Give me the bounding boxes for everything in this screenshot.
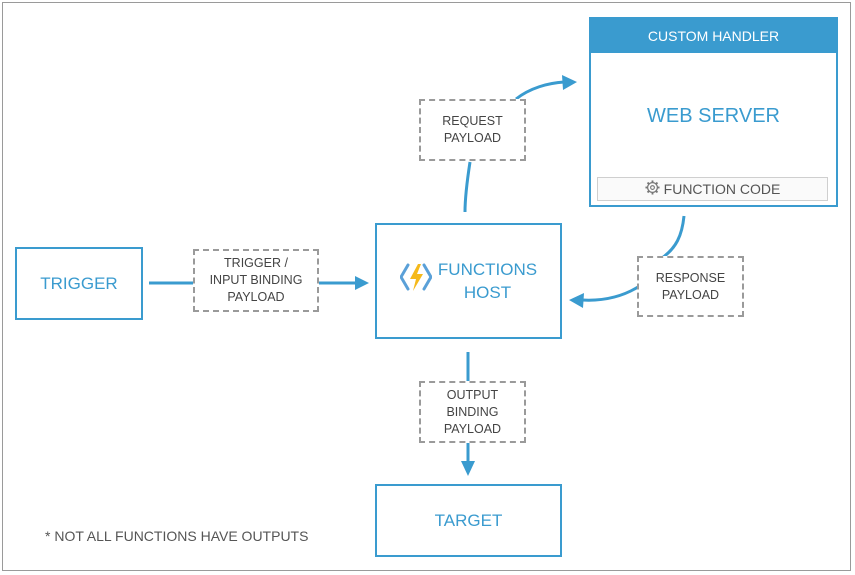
target-box: TARGET: [375, 484, 562, 557]
custom-handler-box: CUSTOM HANDLER WEB SERVER FUNCTION CODE: [589, 17, 838, 207]
trigger-label: TRIGGER: [40, 273, 118, 293]
response-payload-box: RESPONSE PAYLOAD: [637, 256, 744, 317]
response-to-host-arrow: [581, 285, 639, 302]
functions-host-line1: FUNCTIONS: [437, 260, 538, 279]
output-payload-box: OUTPUT BINDING PAYLOAD: [419, 381, 526, 443]
request-payload-box: REQUEST PAYLOAD: [419, 99, 526, 161]
arrowhead-host: [355, 276, 369, 290]
arrowhead-host-response: [569, 293, 584, 308]
web-server-label: WEB SERVER: [647, 105, 780, 127]
custom-handler-header: CUSTOM HANDLER: [591, 19, 836, 53]
arrowhead-target: [461, 461, 475, 476]
trigger-payload-label: TRIGGER / INPUT BINDING PAYLOAD: [209, 256, 303, 304]
request-payload-label: REQUEST PAYLOAD: [442, 114, 503, 145]
arrowhead-handler: [562, 75, 577, 90]
request-to-handler-arrow: [515, 80, 565, 101]
trigger-payload-box: TRIGGER / INPUT BINDING PAYLOAD: [193, 249, 319, 312]
functions-host-line2: HOST: [463, 283, 512, 302]
azure-functions-lightning-icon: [399, 262, 433, 298]
host-to-request-connector: [463, 161, 472, 213]
function-code-bar: FUNCTION CODE: [597, 177, 828, 201]
output-payload-label: OUTPUT BINDING PAYLOAD: [443, 387, 502, 436]
target-label: TARGET: [434, 510, 503, 530]
trigger-box: TRIGGER: [15, 247, 143, 320]
handler-to-response-connector: [661, 215, 686, 260]
function-code-label: FUNCTION CODE: [663, 181, 781, 197]
footnote: * NOT ALL FUNCTIONS HAVE OUTPUTS: [45, 528, 309, 544]
custom-handler-title: CUSTOM HANDLER: [647, 28, 780, 44]
response-payload-label: RESPONSE PAYLOAD: [655, 270, 726, 302]
functions-host-box: FUNCTIONS HOST: [375, 223, 562, 339]
gear-icon: [645, 180, 660, 198]
